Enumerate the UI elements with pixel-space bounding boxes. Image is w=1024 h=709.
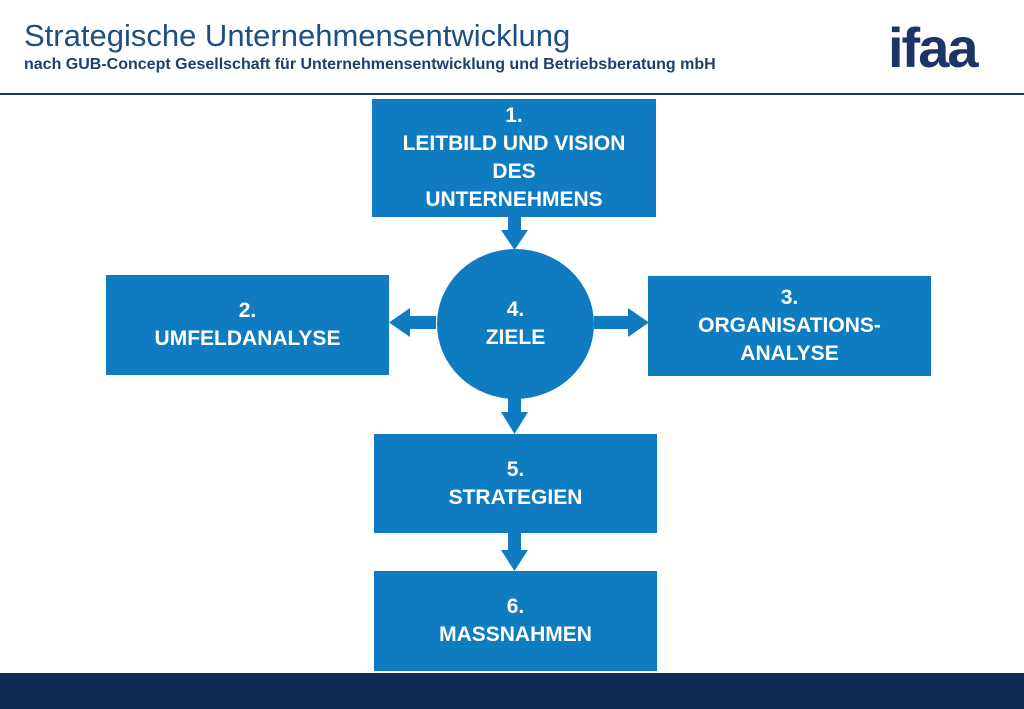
- node-2-line-1: UMFELDANALYSE: [154, 327, 341, 350]
- node-4-line-1: ZIELE: [485, 326, 546, 349]
- arrow-4-to-2: [389, 308, 436, 337]
- page-title: Strategische Unternehmensentwicklung: [24, 18, 571, 53]
- footer-bar: [0, 673, 1024, 709]
- page-subtitle: nach GUB-Concept Gesellschaft für Untern…: [24, 56, 716, 74]
- node-umfeldanalyse: 2. UMFELDANALYSE: [106, 275, 389, 375]
- node-organisationsanalyse: 3. ORGANISATIONS- ANALYSE: [648, 276, 931, 376]
- node-leitbild: 1. LEITBILD UND VISION DES UNTERNEHMENS: [372, 99, 656, 217]
- header-divider: [0, 93, 1024, 95]
- node-5-number: 5.: [506, 457, 525, 481]
- node-2-number: 2.: [238, 299, 257, 322]
- node-3-line-1: ORGANISATIONS-: [698, 314, 881, 337]
- node-3-number: 3.: [780, 286, 799, 309]
- ifaa-logo: ifaa: [888, 16, 978, 79]
- node-1-line-2: DES: [492, 160, 536, 183]
- node-6-line-1: MASSNAHMEN: [439, 623, 592, 646]
- arrow-4-to-3: [594, 308, 649, 337]
- node-1-number: 1.: [505, 104, 523, 127]
- arrow-4-to-5: [501, 396, 528, 434]
- node-6-number: 6.: [506, 595, 525, 618]
- node-1-line-1: LEITBILD UND VISION: [402, 132, 626, 155]
- node-3-line-2: ANALYSE: [740, 342, 839, 365]
- arrow-5-to-6: [501, 533, 528, 571]
- node-massnahmen: 6. MASSNAHMEN: [374, 571, 657, 671]
- node-5-line-1: STRATEGIEN: [448, 485, 583, 509]
- node-ziele: 4. ZIELE: [437, 249, 594, 399]
- node-strategien: 5. STRATEGIEN: [374, 434, 657, 533]
- arrow-1-to-4: [501, 217, 528, 250]
- node-1-line-3: UNTERNEHMENS: [425, 188, 603, 211]
- subtitle-rest: Gesellschaft für Unternehmensentwicklung…: [170, 56, 716, 73]
- node-4-number: 4.: [506, 298, 525, 321]
- subtitle-bold: nach GUB-Concept: [24, 56, 171, 73]
